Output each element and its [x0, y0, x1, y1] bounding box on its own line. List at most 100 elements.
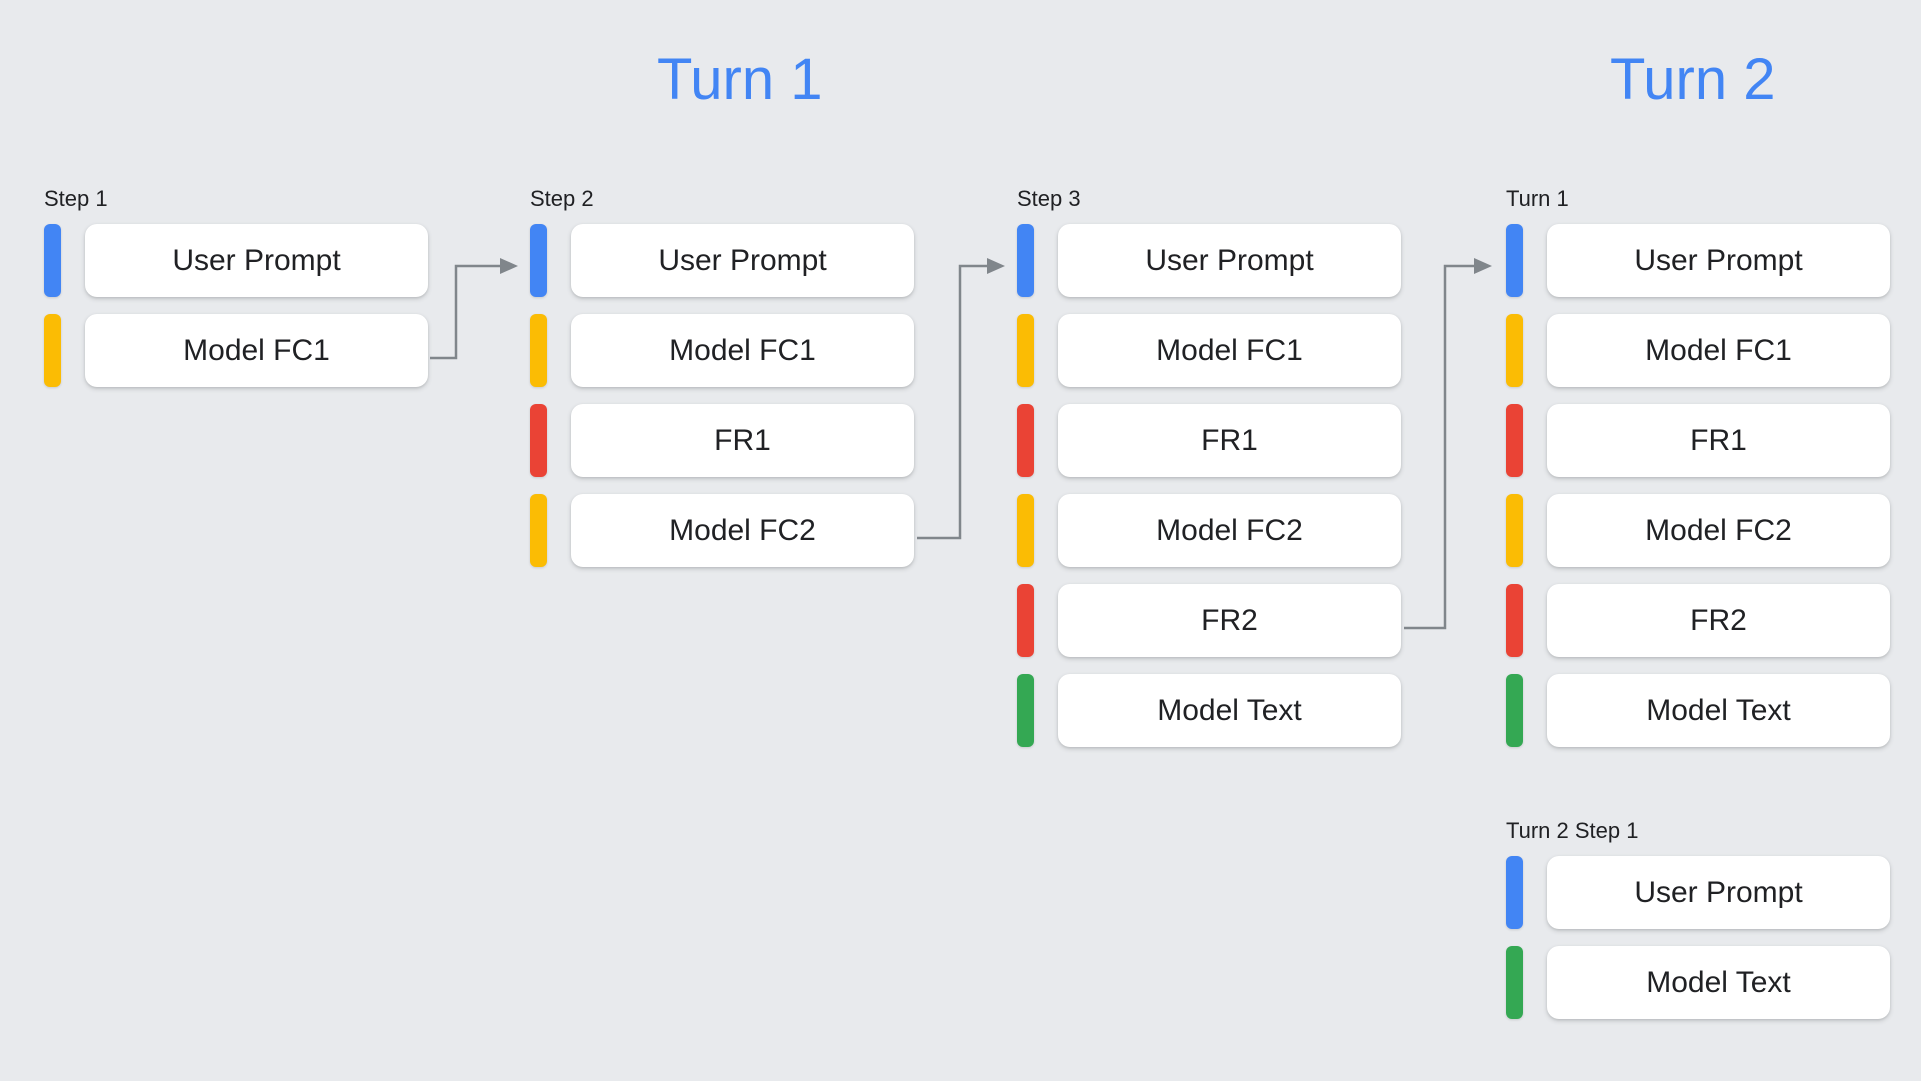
card-label: Model Text [1157, 693, 1302, 727]
card-label: Model FC1 [1645, 333, 1792, 367]
card-label: Model FC1 [183, 333, 330, 367]
card-label: Model FC2 [669, 513, 816, 547]
content-card[interactable]: Model FC2 [1058, 494, 1401, 567]
row-fr1[interactable]: FR1 [530, 404, 914, 477]
row-user-prompt[interactable]: User Prompt [1506, 856, 1890, 929]
row-fr1[interactable]: FR1 [1017, 404, 1401, 477]
card-label: Model Text [1646, 693, 1791, 727]
row-model-text[interactable]: Model Text [1506, 946, 1890, 1019]
row-model-fc1[interactable]: Model FC1 [1506, 314, 1890, 387]
card-label: FR1 [1690, 423, 1747, 457]
row-user-prompt[interactable]: User Prompt [44, 224, 428, 297]
column-label-step-3: Step 3 [1017, 186, 1081, 211]
content-card[interactable]: Model Text [1547, 946, 1890, 1019]
content-card[interactable]: Model FC1 [1547, 314, 1890, 387]
row-user-prompt[interactable]: User Prompt [1506, 224, 1890, 297]
row-fr2[interactable]: FR2 [1017, 584, 1401, 657]
column-turn-2-step-1: Turn 2 Step 1 User Prompt Model Text [1506, 820, 1890, 1019]
role-bar-yellow [1017, 314, 1034, 387]
role-bar-yellow [530, 494, 547, 567]
row-fr2[interactable]: FR2 [1506, 584, 1890, 657]
role-bar-yellow [44, 314, 61, 387]
content-card[interactable]: FR2 [1547, 584, 1890, 657]
role-bar-yellow [1017, 494, 1034, 567]
content-card[interactable]: Model FC1 [1058, 314, 1401, 387]
column-rows-step-2: User Prompt Model FC1 FR1 Model FC2 [530, 224, 914, 567]
row-fr1[interactable]: FR1 [1506, 404, 1890, 477]
card-label: FR2 [1690, 603, 1747, 637]
role-bar-red [1017, 584, 1034, 657]
role-bar-red [1017, 404, 1034, 477]
role-bar-green [1017, 674, 1034, 747]
role-bar-blue [44, 224, 61, 297]
card-label: Model FC1 [669, 333, 816, 367]
row-model-text[interactable]: Model Text [1017, 674, 1401, 747]
card-label: Model FC2 [1156, 513, 1303, 547]
column-step-1: Step 1 User Prompt Model FC1 [44, 188, 428, 387]
card-label: User Prompt [172, 243, 341, 277]
content-card[interactable]: FR1 [1058, 404, 1401, 477]
column-turn-1-history: Turn 1 User Prompt Model FC1 FR1 [1506, 188, 1890, 747]
row-user-prompt[interactable]: User Prompt [1017, 224, 1401, 297]
card-label: User Prompt [658, 243, 827, 277]
role-bar-blue [1017, 224, 1034, 297]
role-bar-red [1506, 584, 1523, 657]
column-rows-turn-1: User Prompt Model FC1 FR1 Model FC2 [1506, 224, 1890, 747]
row-model-fc1[interactable]: Model FC1 [44, 314, 428, 387]
role-bar-red [1506, 404, 1523, 477]
card-label: FR1 [714, 423, 771, 457]
column-label-turn-1: Turn 1 [1506, 186, 1569, 211]
content-card[interactable]: FR1 [1547, 404, 1890, 477]
card-label: Model FC2 [1645, 513, 1792, 547]
content-card[interactable]: Model FC2 [571, 494, 914, 567]
role-bar-green [1506, 674, 1523, 747]
column-label-step-2: Step 2 [530, 186, 594, 211]
row-model-text[interactable]: Model Text [1506, 674, 1890, 747]
card-label: Model FC1 [1156, 333, 1303, 367]
card-label: User Prompt [1634, 875, 1803, 909]
content-card[interactable]: FR2 [1058, 584, 1401, 657]
role-bar-yellow [1506, 314, 1523, 387]
card-label: FR1 [1201, 423, 1258, 457]
row-model-fc2[interactable]: Model FC2 [530, 494, 914, 567]
content-card[interactable]: User Prompt [1058, 224, 1401, 297]
content-card[interactable]: Model FC1 [571, 314, 914, 387]
role-bar-yellow [530, 314, 547, 387]
column-step-3: Step 3 User Prompt Model FC1 FR1 [1017, 188, 1401, 747]
content-card[interactable]: Model FC1 [85, 314, 428, 387]
content-card[interactable]: Model FC2 [1547, 494, 1890, 567]
card-label: User Prompt [1634, 243, 1803, 277]
role-bar-blue [1506, 856, 1523, 929]
content-card[interactable]: User Prompt [571, 224, 914, 297]
column-rows-turn-2-step-1: User Prompt Model Text [1506, 856, 1890, 1019]
connector-step3-to-turn1 [1404, 258, 1492, 630]
content-card[interactable]: User Prompt [1547, 224, 1890, 297]
row-user-prompt[interactable]: User Prompt [530, 224, 914, 297]
role-bar-blue [530, 224, 547, 297]
role-bar-blue [1506, 224, 1523, 297]
content-card[interactable]: Model Text [1058, 674, 1401, 747]
role-bar-green [1506, 946, 1523, 1019]
section-title-turn-1: Turn 1 [657, 47, 823, 112]
card-label: Model Text [1646, 965, 1791, 999]
card-label: User Prompt [1145, 243, 1314, 277]
content-card[interactable]: User Prompt [1547, 856, 1890, 929]
connector-step2-to-step3 [917, 258, 1005, 540]
row-model-fc1[interactable]: Model FC1 [1017, 314, 1401, 387]
column-rows-step-3: User Prompt Model FC1 FR1 Model FC2 [1017, 224, 1401, 747]
column-label-turn-2-step-1: Turn 2 Step 1 [1506, 818, 1639, 843]
row-model-fc2[interactable]: Model FC2 [1506, 494, 1890, 567]
column-step-2: Step 2 User Prompt Model FC1 FR1 [530, 188, 914, 567]
section-title-turn-2: Turn 2 [1610, 47, 1776, 112]
content-card[interactable]: User Prompt [85, 224, 428, 297]
connector-step1-to-step2 [430, 258, 518, 360]
row-model-fc2[interactable]: Model FC2 [1017, 494, 1401, 567]
row-model-fc1[interactable]: Model FC1 [530, 314, 914, 387]
column-label-step-1: Step 1 [44, 186, 108, 211]
content-card[interactable]: FR1 [571, 404, 914, 477]
role-bar-yellow [1506, 494, 1523, 567]
content-card[interactable]: Model Text [1547, 674, 1890, 747]
column-rows-step-1: User Prompt Model FC1 [44, 224, 428, 387]
role-bar-red [530, 404, 547, 477]
